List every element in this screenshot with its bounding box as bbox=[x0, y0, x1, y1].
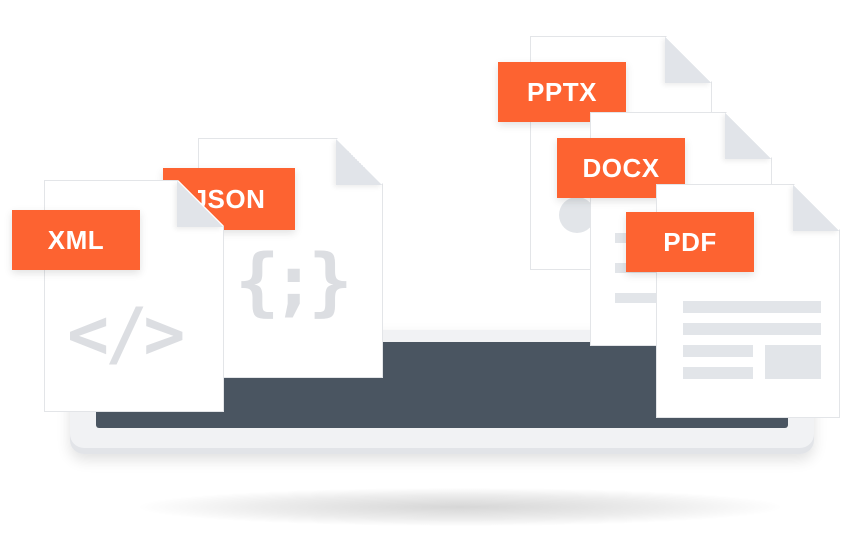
page-fold-icon bbox=[336, 139, 382, 185]
pdf-label: PDF bbox=[626, 212, 754, 272]
pptx-label: PPTX bbox=[498, 62, 626, 122]
curly-braces-icon: {;} bbox=[235, 239, 345, 325]
page-fold-icon bbox=[793, 185, 839, 231]
page-fold-icon bbox=[725, 113, 771, 159]
code-brackets-icon: </> bbox=[67, 293, 182, 375]
ground-shadow bbox=[140, 488, 780, 526]
page-fold-icon bbox=[665, 37, 711, 83]
slide-chart-icon bbox=[559, 197, 595, 233]
xml-label: XML bbox=[12, 210, 140, 270]
